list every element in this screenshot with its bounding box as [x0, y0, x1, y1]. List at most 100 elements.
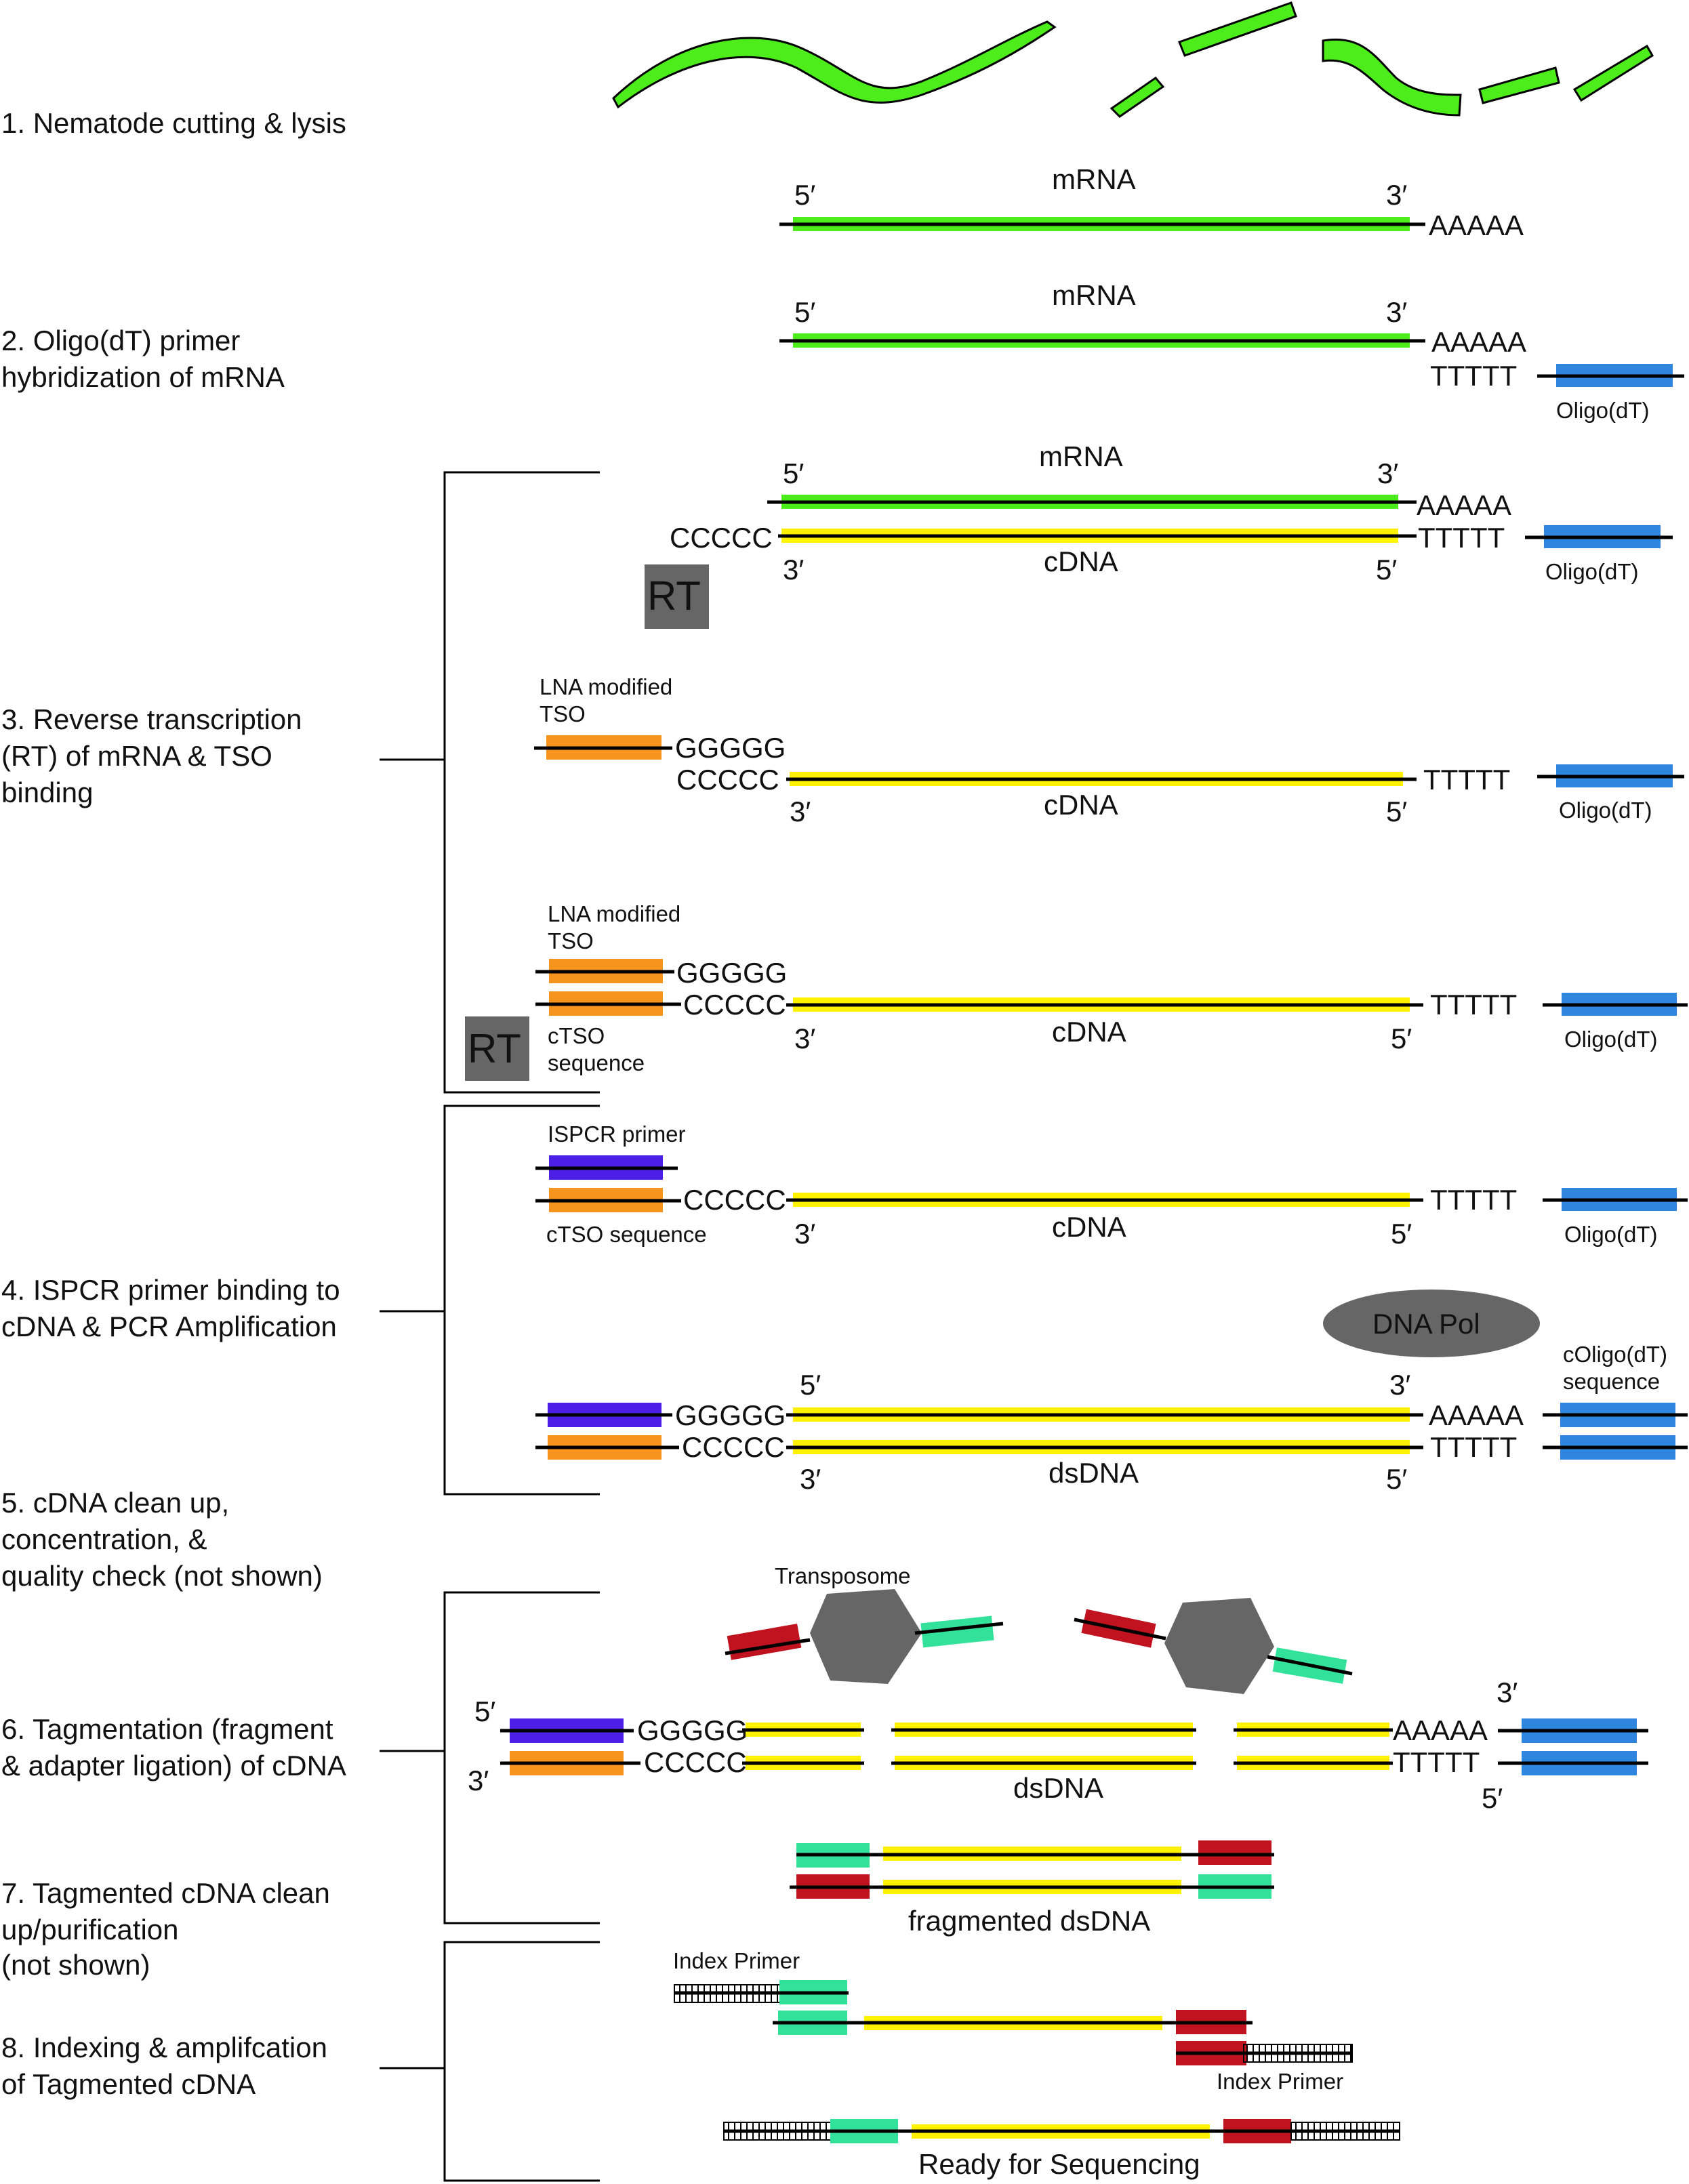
panel-ctso-extension: LNA modified TSO GGGGG CCCCC TTTTT cTSO … [465, 901, 1688, 1081]
step-7-label-line-1: 7. Tagmented cDNA clean [1, 1877, 330, 1909]
panel-oligo-dt-hybridization: mRNA 5′ 3′ AAAAA TTTTT Oligo(dT) [779, 279, 1684, 423]
step-6-label-line-2: & adapter ligation) of cDNA [1, 1750, 346, 1781]
transposase-icon [1164, 1598, 1274, 1694]
poly-a-tail: AAAAA [1393, 1714, 1488, 1746]
five-prime-label: 5′ [1482, 1782, 1503, 1814]
three-prime-label: 3′ [794, 1023, 815, 1054]
ctso-label-line-1: cTSO [548, 1023, 605, 1048]
rt-label: RT [647, 573, 701, 619]
oligo-dt-label: Oligo(dT) [1564, 1027, 1658, 1052]
poly-t-tail: TTTTT [1430, 989, 1517, 1021]
rt-label: RT [468, 1026, 521, 1071]
three-prime-label: 3′ [800, 1463, 821, 1495]
poly-a-tail: AAAAA [1417, 489, 1511, 521]
transposome-label: Transposome [775, 1563, 911, 1588]
poly-a-tail: AAAAA [1431, 326, 1526, 358]
step-labels: 1. Nematode cutting & lysis 2. Oligo(dT)… [1, 107, 346, 2100]
nematode-fragment-5 [1572, 44, 1654, 102]
step-3-label-line-3: binding [1, 777, 93, 808]
mrna-label: mRNA [1052, 163, 1136, 195]
three-prime-label: 3′ [1497, 1676, 1518, 1708]
panel-ready-for-sequencing: Ready for Sequencing [723, 2119, 1400, 2180]
fragmented-dsdna-label: fragmented dsDNA [908, 1905, 1150, 1937]
poly-t-tail: TTTTT [1430, 1184, 1517, 1216]
panel-tso-binding: LNA modified TSO GGGGG CCCCC TTTTT 3′ cD… [534, 674, 1684, 827]
dna-polymerase [1323, 1290, 1540, 1357]
cdna-label: cDNA [1044, 789, 1118, 821]
step-2-label-line-1: 2. Oligo(dT) primer [1, 325, 240, 356]
five-prime-label: 5′ [1386, 796, 1407, 827]
three-prime-label: 3′ [794, 1218, 815, 1250]
three-prime-label: 3′ [1386, 179, 1407, 211]
panel-reverse-transcription: mRNA 5′ 3′ AAAAA CCCCC TTTTT 3′ cDNA 5′ … [645, 440, 1673, 629]
nematode-fragment-2 [1178, 1, 1297, 57]
poly-c-tail: CCCCC [676, 764, 779, 796]
five-prime-label: 5′ [1391, 1218, 1412, 1250]
step-4-label-line-2: cDNA & PCR Amplification [1, 1311, 337, 1342]
mrna-label: mRNA [1039, 440, 1123, 472]
step-8-label-line-1: 8. Indexing & amplifcation [1, 2032, 327, 2063]
cdna-label: cDNA [1052, 1016, 1126, 1048]
nematode-fragment-4 [1478, 66, 1560, 104]
three-prime-label: 3′ [790, 796, 811, 827]
reverse-transcriptase [465, 1016, 529, 1081]
ispcr-primer-label: ISPCR primer [548, 1121, 686, 1147]
panel-tagmentation: Transposome 5′ 3′ GGGGG AAAAA [468, 1563, 1648, 1814]
bracket-step-4 [380, 1105, 600, 1496]
poly-a-tail: AAAAA [1429, 209, 1524, 241]
transposome-2 [1074, 1598, 1353, 1694]
poly-g-tail: GGGGG [676, 957, 787, 989]
transposome-1 [725, 1589, 1004, 1684]
poly-t-tail: TTTTT [1430, 360, 1517, 392]
panel-pcr-amplification: DNA Pol cOligo(dT) sequence 5′ 3′ GGGGG … [535, 1290, 1688, 1495]
nematode-fragment-3 [1322, 38, 1462, 117]
bracket-step-3 [380, 471, 600, 1094]
dsdna-label: dsDNA [1049, 1457, 1139, 1489]
five-prime-label: 5′ [800, 1369, 821, 1401]
intact-nematode [612, 20, 1057, 109]
step-3-label-line-1: 3. Reverse transcription [1, 703, 302, 735]
step-3-label-line-2: (RT) of mRNA & TSO [1, 740, 272, 772]
bracket-step-6 [380, 1591, 600, 1924]
oligo-dt-label: Oligo(dT) [1559, 798, 1652, 823]
adapter-red [1198, 1840, 1271, 1865]
backbone [914, 1622, 1004, 1635]
step-2-label-line-2: hybridization of mRNA [1, 361, 285, 393]
poly-c-tail: CCCCC [682, 1431, 785, 1463]
index-primer-label: Index Primer [1217, 2069, 1343, 2094]
ctso-sequence-label: cTSO sequence [546, 1222, 707, 1247]
dsdna-label: dsDNA [1013, 1772, 1103, 1804]
poly-t-tail: TTTTT [1430, 1431, 1517, 1463]
poly-t-tail: TTTTT [1418, 522, 1505, 554]
adapter-green [920, 1615, 994, 1648]
brackets [380, 471, 600, 2182]
coligo-dt-label-line-1: cOligo(dT) [1563, 1342, 1667, 1367]
panel-fragmented-dsdna: fragmented dsDNA [790, 1840, 1274, 1937]
step-5-label-line-2: concentration, & [1, 1523, 207, 1555]
coligo-dt-label-line-2: sequence [1563, 1369, 1660, 1394]
three-prime-label: 3′ [468, 1765, 489, 1796]
oligo-dt-label: Oligo(dT) [1545, 559, 1639, 584]
poly-g-tail: GGGGG [675, 732, 786, 764]
three-prime-label: 3′ [1386, 296, 1407, 328]
poly-c-tail: CCCCC [670, 522, 773, 554]
oligo-dt-label: Oligo(dT) [1556, 398, 1650, 423]
nematode-fragment-1 [1110, 76, 1165, 118]
five-prime-label: 5′ [474, 1695, 495, 1727]
poly-g-tail: GGGGG [675, 1399, 786, 1431]
dna-pol-label: DNA Pol [1372, 1308, 1480, 1340]
nematode-worms [612, 1, 1654, 118]
lna-tso-label-line-1: LNA modified [540, 674, 672, 699]
index-primer-label: Index Primer [673, 1948, 800, 1973]
step-7-label-line-3: (not shown) [1, 1949, 150, 1981]
backbone [725, 1638, 811, 1655]
reverse-transcriptase [645, 564, 709, 629]
step-1-label: 1. Nematode cutting & lysis [1, 107, 346, 139]
lna-tso-label-line-2: TSO [548, 928, 594, 953]
five-prime-label: 5′ [1376, 554, 1397, 585]
ready-for-sequencing-label: Ready for Sequencing [918, 2148, 1200, 2180]
lna-tso-label-line-2: TSO [540, 701, 586, 726]
oligo-dt-label: Oligo(dT) [1564, 1222, 1658, 1247]
lna-tso-label-line-1: LNA modified [548, 901, 680, 926]
three-prime-label: 3′ [1377, 457, 1398, 489]
